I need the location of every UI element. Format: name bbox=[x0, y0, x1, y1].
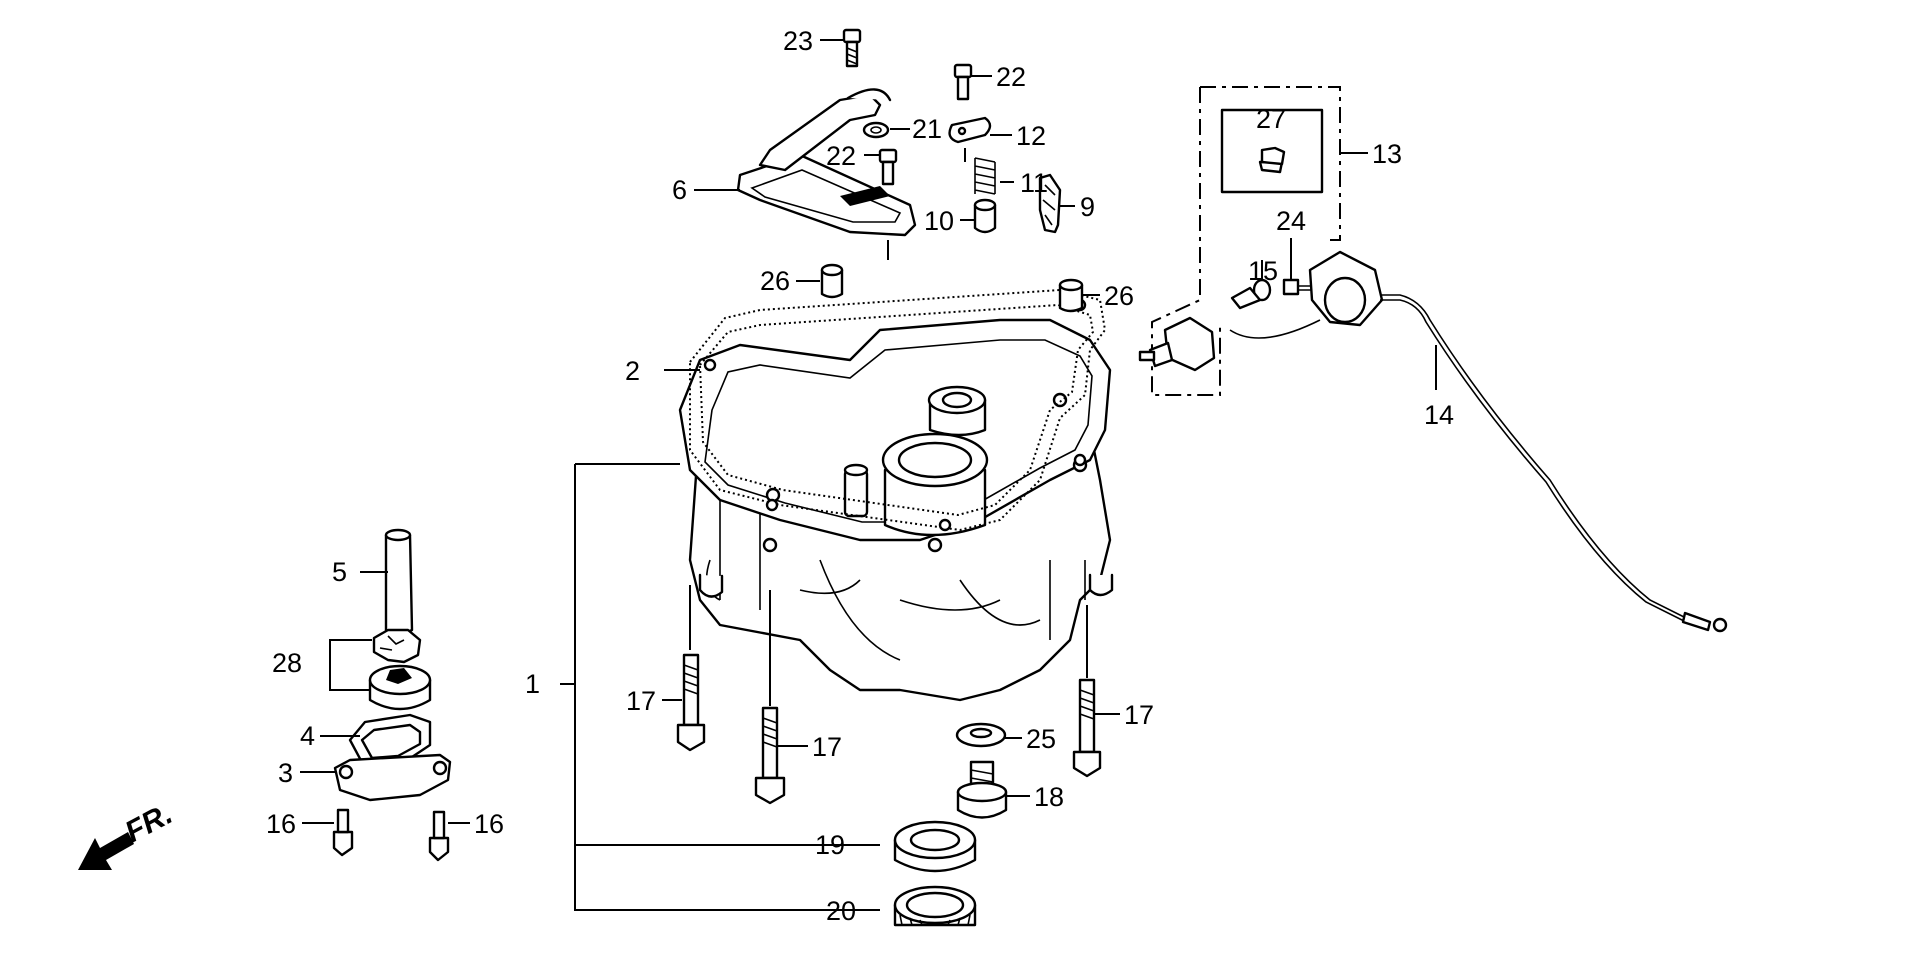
callout-18: 18 bbox=[1034, 782, 1064, 812]
callout-20: 20 bbox=[826, 896, 856, 926]
collar-26-right bbox=[1058, 278, 1084, 313]
washer-25 bbox=[955, 722, 1007, 748]
drain-bolt-18 bbox=[956, 760, 1008, 819]
bolt-17-b bbox=[754, 706, 786, 805]
callout-26-left: 26 bbox=[760, 266, 790, 296]
gasket bbox=[689, 288, 1107, 532]
bolt-17-a bbox=[676, 653, 706, 752]
plate-12 bbox=[948, 116, 992, 144]
breather-cover bbox=[736, 88, 917, 260]
callout-13: 13 bbox=[1372, 139, 1402, 169]
rotor-28-inner bbox=[372, 628, 422, 664]
callout-5: 5 bbox=[332, 557, 347, 587]
bolt-22-lower bbox=[878, 148, 898, 186]
grommet-14 bbox=[1229, 250, 1728, 633]
callout-15: 15 bbox=[1248, 256, 1278, 286]
callout-1: 1 bbox=[525, 669, 540, 699]
oil-pan-assembly bbox=[678, 318, 1114, 702]
reed-9 bbox=[1038, 173, 1062, 234]
bolt-17-c bbox=[1072, 678, 1102, 778]
bolt-22-upper bbox=[953, 63, 973, 101]
bolt-23 bbox=[842, 28, 862, 68]
front-direction-arrow: FR. bbox=[78, 797, 178, 870]
callout-26-right: 26 bbox=[1104, 281, 1134, 311]
callout-22-lower: 22 bbox=[826, 141, 856, 171]
callout-9: 9 bbox=[1080, 192, 1095, 222]
callout-6: 6 bbox=[672, 175, 687, 205]
rotor-28-outer bbox=[368, 664, 432, 711]
callout-17-right: 17 bbox=[1124, 700, 1154, 730]
callout-28: 28 bbox=[272, 648, 302, 678]
callout-labels: 1 2 3 4 5 6 9 10 11 12 13 14 15 16 16 17… bbox=[266, 26, 1454, 926]
pump-cover-3 bbox=[333, 753, 452, 802]
callout-16-right: 16 bbox=[474, 809, 504, 839]
bolt-16-right bbox=[428, 810, 450, 862]
callout-24: 24 bbox=[1276, 206, 1306, 236]
callout-4: 4 bbox=[300, 721, 315, 751]
screw-24 bbox=[1282, 278, 1312, 296]
callout-25: 25 bbox=[1026, 724, 1056, 754]
switch-27-box bbox=[1220, 108, 1324, 194]
callout-27: 27 bbox=[1256, 104, 1286, 134]
switch-27 bbox=[1258, 146, 1286, 174]
valve-10 bbox=[973, 203, 997, 234]
callout-17-middle: 17 bbox=[812, 732, 842, 762]
shaft-5 bbox=[384, 528, 414, 635]
oil-seal-19 bbox=[893, 820, 977, 873]
callout-16-left: 16 bbox=[266, 809, 296, 839]
collar-26-left bbox=[820, 263, 844, 299]
spring-11 bbox=[974, 157, 996, 195]
callout-10: 10 bbox=[924, 206, 954, 236]
sensor-body bbox=[1138, 316, 1216, 372]
oil-seal-20 bbox=[893, 885, 977, 927]
callout-11: 11 bbox=[1020, 168, 1048, 198]
callout-2: 2 bbox=[625, 356, 640, 386]
callout-19: 19 bbox=[815, 830, 845, 860]
leader-lines bbox=[300, 39, 1437, 911]
callout-3: 3 bbox=[278, 758, 293, 788]
bolt-16-left bbox=[332, 808, 354, 857]
callout-14: 14 bbox=[1424, 400, 1454, 430]
callout-21: 21 bbox=[912, 114, 942, 144]
callout-17-left: 17 bbox=[626, 686, 656, 716]
callout-23: 23 bbox=[783, 26, 813, 56]
callout-22-upper: 22 bbox=[996, 62, 1026, 92]
washer-21 bbox=[862, 121, 890, 139]
callout-12: 12 bbox=[1016, 121, 1046, 151]
